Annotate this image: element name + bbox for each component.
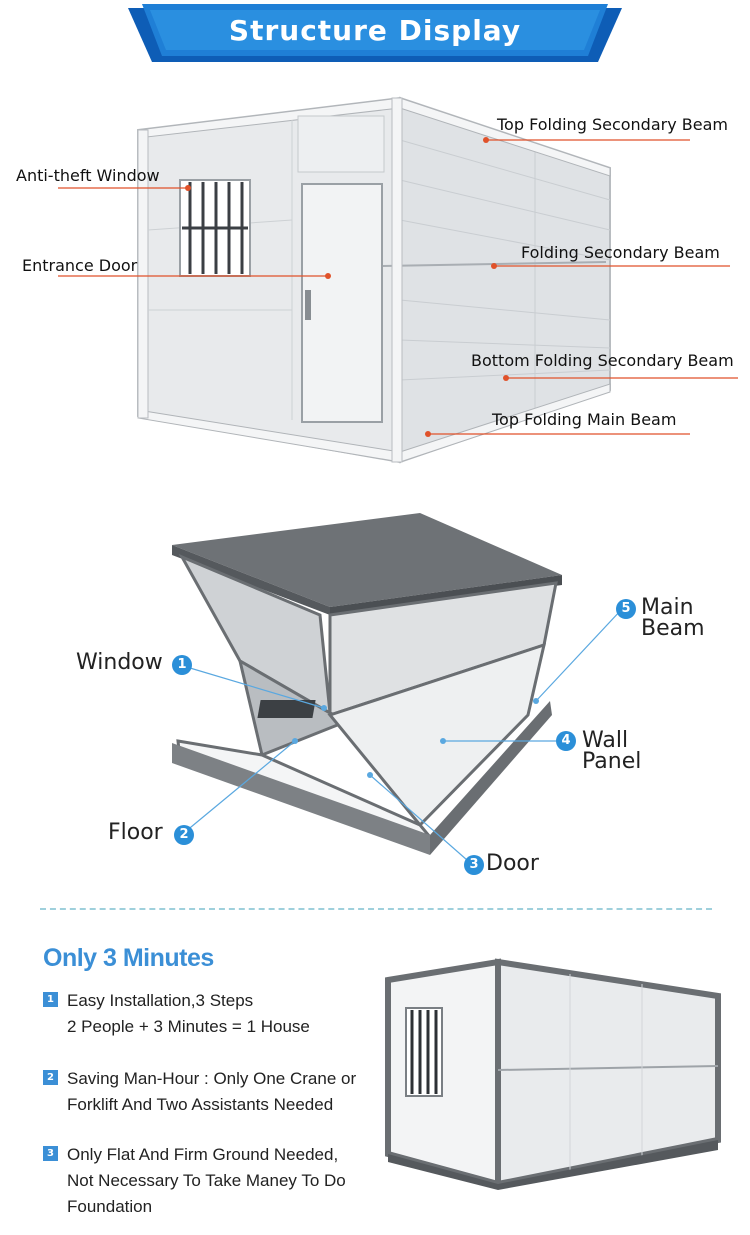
- minutes-title: Only 3 Minutes: [43, 944, 214, 972]
- label-bottom-folding-secondary-beam: Bottom Folding Secondary Beam: [471, 351, 734, 370]
- step-3-number: 3: [43, 1146, 58, 1161]
- label-folding-secondary-beam: Folding Secondary Beam: [521, 243, 720, 262]
- label-wall-panel-line2: Panel: [582, 749, 642, 774]
- step-1-number: 1: [43, 992, 58, 1007]
- badge-5: 5: [616, 599, 636, 619]
- label-entrance-door: Entrance Door: [22, 256, 138, 275]
- step-2-number: 2: [43, 1070, 58, 1085]
- label-door: Door: [486, 851, 539, 876]
- step-1-text: Easy Installation,3 Steps 2 People + 3 M…: [67, 988, 310, 1040]
- header-banner: Structure Display: [0, 0, 750, 70]
- label-main-beam-line2: Beam: [641, 616, 705, 641]
- step-2-text: Saving Man-Hour : Only One Crane or Fork…: [67, 1066, 356, 1118]
- step-3-line3: Foundation: [67, 1197, 153, 1216]
- step-3-text: Only Flat And Firm Ground Needed, Not Ne…: [67, 1142, 346, 1220]
- banner-shape: [128, 4, 622, 62]
- label-wall-panel: Wall Panel: [582, 728, 642, 774]
- page-title: Structure Display: [228, 14, 522, 47]
- badge-3: 3: [464, 855, 484, 875]
- label-wall-panel-line1: Wall: [582, 728, 629, 753]
- label-floor: Floor: [108, 820, 163, 845]
- step-3-line2: Not Necessary To Take Maney To Do: [67, 1171, 346, 1190]
- container-photo: [385, 958, 721, 1190]
- label-top-folding-secondary-beam: Top Folding Secondary Beam: [497, 115, 728, 134]
- badge-2: 2: [174, 825, 194, 845]
- dashed-divider: [40, 908, 712, 910]
- folded-unit-illustration: [172, 513, 623, 861]
- container-house-illustration: [58, 96, 738, 464]
- badge-1: 1: [172, 655, 192, 675]
- step-2-line2: Forklift And Two Assistants Needed: [67, 1095, 334, 1114]
- label-main-beam: Main Beam: [641, 595, 705, 641]
- label-top-folding-main-beam: Top Folding Main Beam: [492, 410, 677, 429]
- step-1-line1: Easy Installation,3 Steps: [67, 991, 254, 1010]
- label-main-beam-line1: Main: [641, 595, 694, 620]
- label-anti-theft-window: Anti-theft Window: [16, 166, 160, 185]
- step-3-line1: Only Flat And Firm Ground Needed,: [67, 1145, 339, 1164]
- step-2-line1: Saving Man-Hour : Only One Crane or: [67, 1069, 357, 1088]
- step-1-line2: 2 People + 3 Minutes = 1 House: [67, 1017, 310, 1036]
- label-window: Window: [76, 650, 163, 675]
- badge-4: 4: [556, 731, 576, 751]
